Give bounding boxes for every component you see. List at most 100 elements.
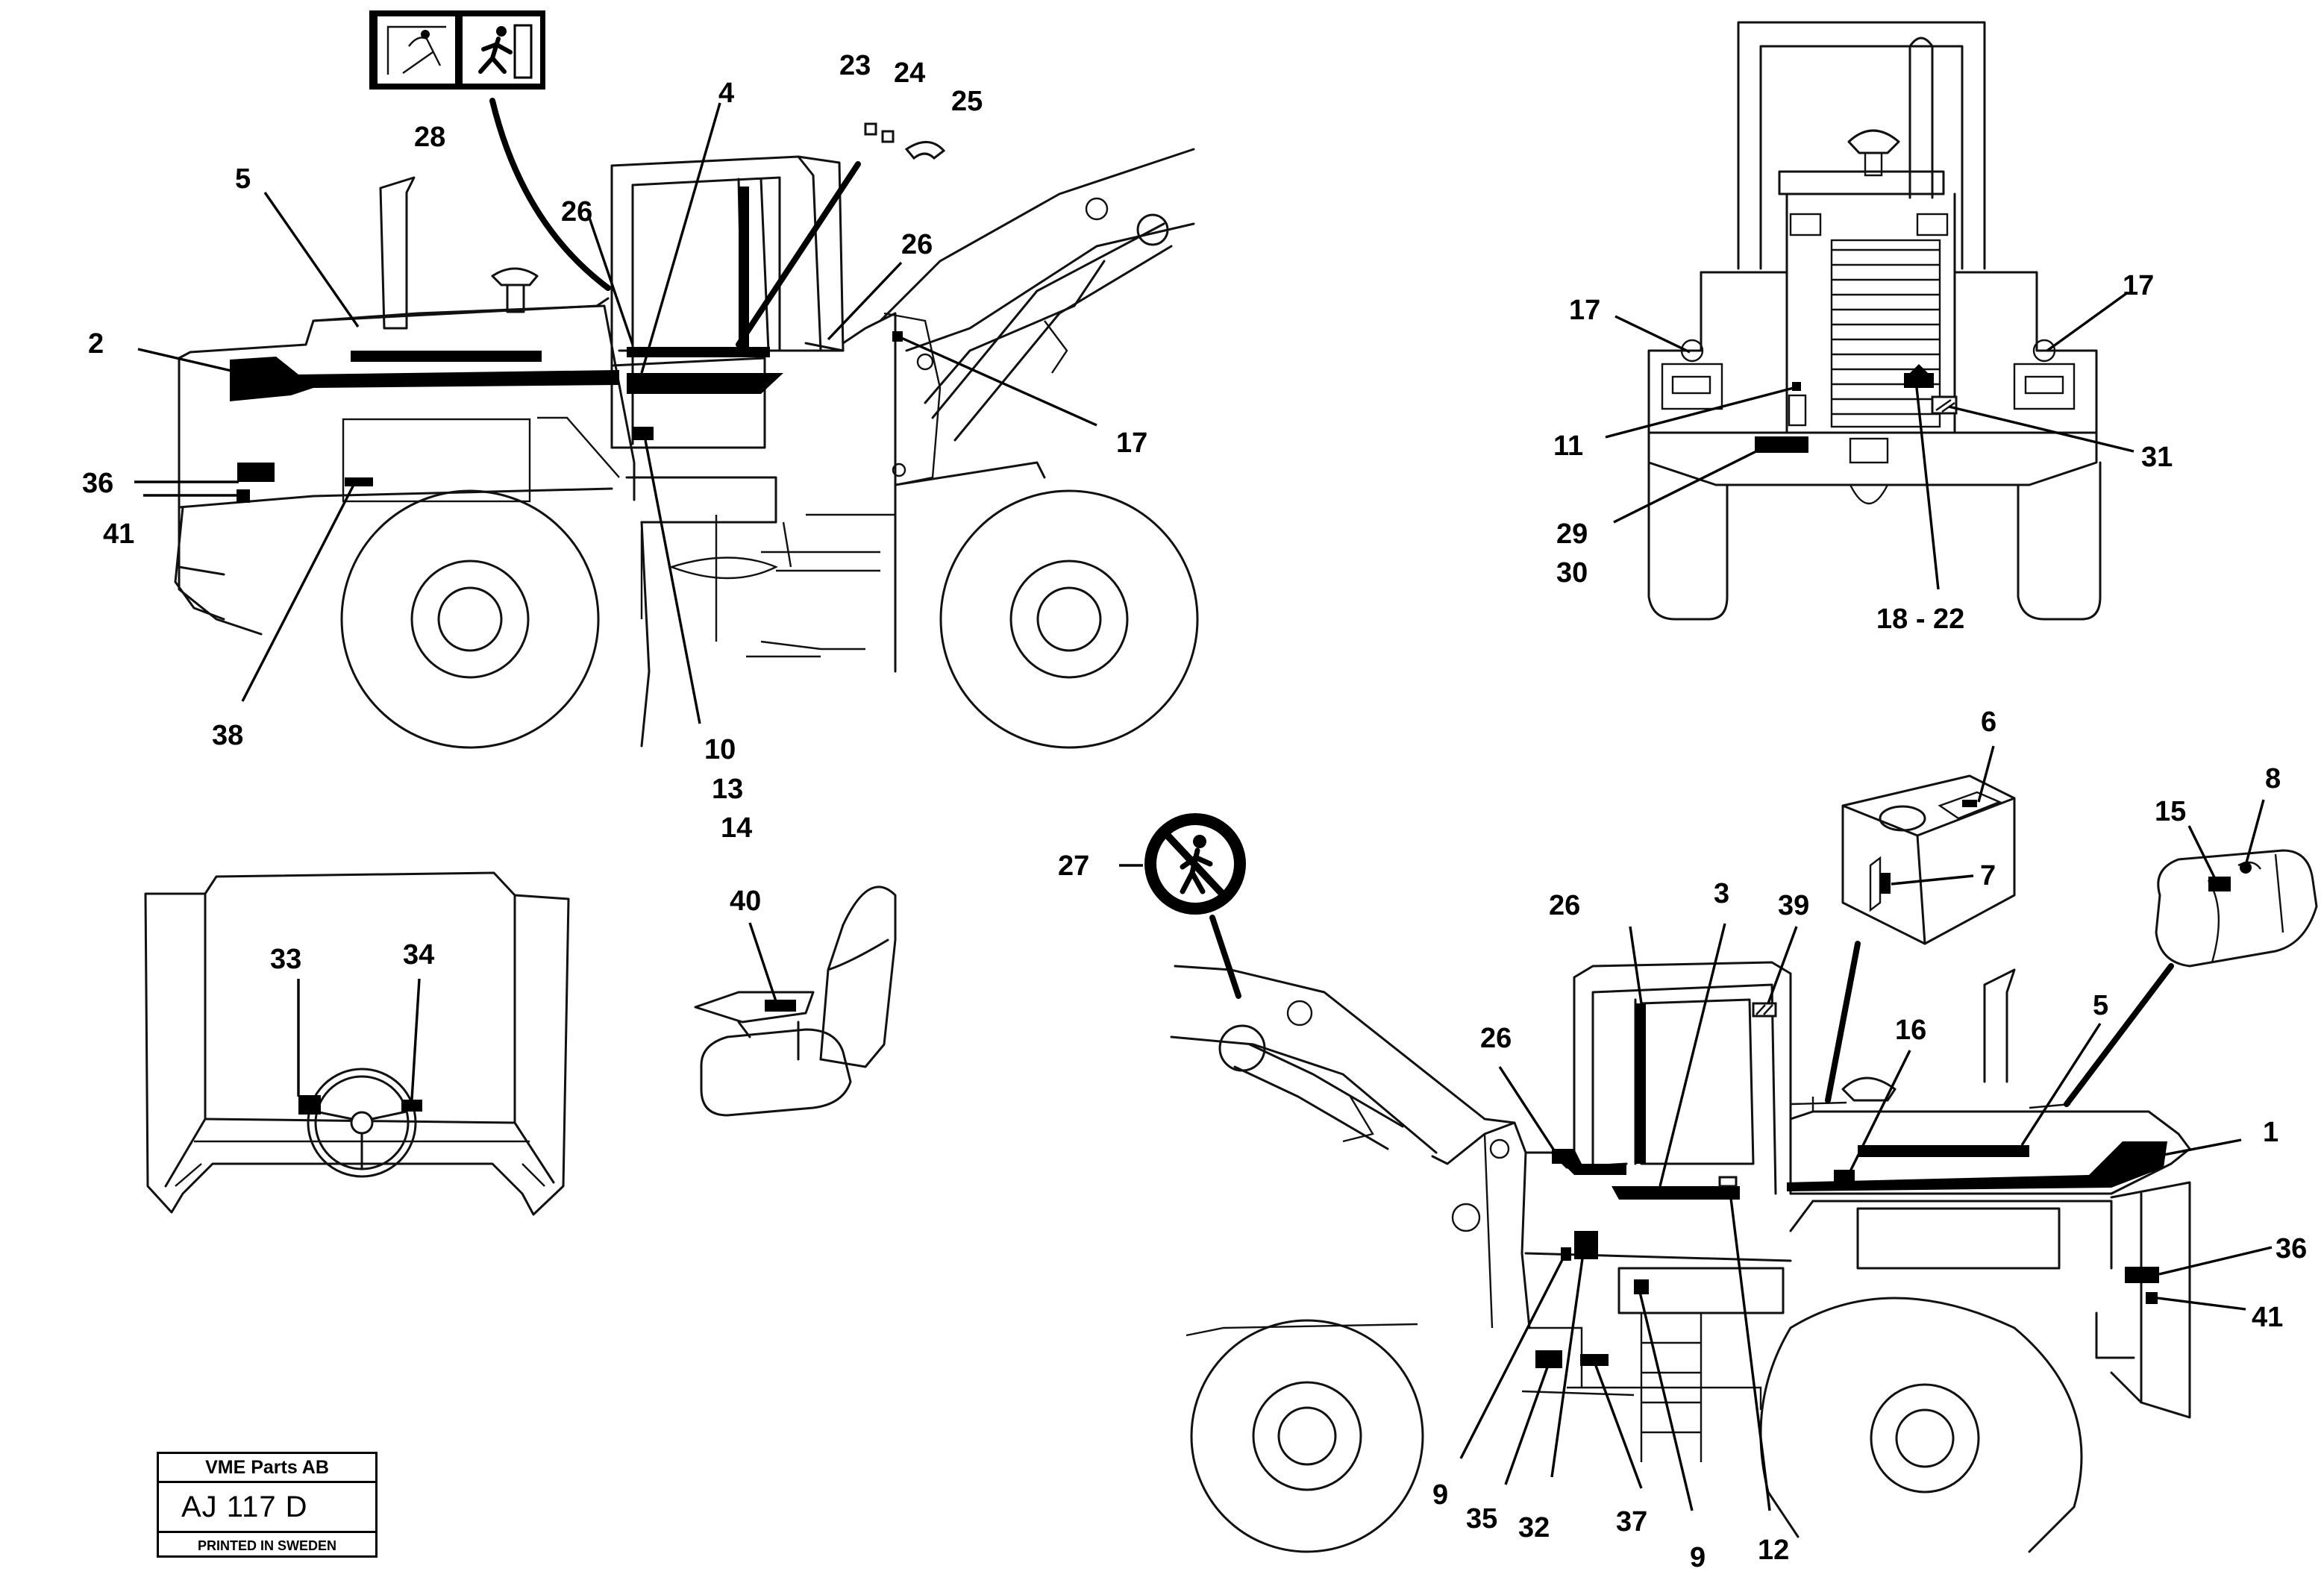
- callout-17b: 17: [1569, 295, 1600, 326]
- decal-37: [1580, 1354, 1609, 1366]
- decal-5-right: [1858, 1145, 2029, 1157]
- decal-7: [1880, 873, 1891, 894]
- callout-17a: 17: [1116, 427, 1147, 459]
- callout-9b: 9: [1690, 1542, 1706, 1573]
- fuel-tank: [2155, 849, 2318, 968]
- decal-26-cab-edge: [627, 347, 770, 357]
- no-persons-under-boom-icon: [1165, 833, 1227, 898]
- crush-hazard-icon: [386, 25, 446, 75]
- decal-35: [1535, 1350, 1562, 1368]
- decal-3: [1650, 1186, 1740, 1200]
- callout-7: 7: [1980, 860, 1996, 891]
- decal-23: [864, 122, 877, 136]
- leader-28: [489, 98, 611, 291]
- callout-29: 29: [1556, 518, 1588, 550]
- callout-40: 40: [730, 886, 761, 917]
- callout-3: 3: [1714, 878, 1729, 909]
- decal-28-panel: [369, 10, 545, 90]
- callout-27: 27: [1058, 850, 1089, 882]
- callout-18-22: 18 - 22: [1876, 604, 1964, 635]
- decal-18-22-top: [1910, 364, 1928, 373]
- decal-6: [1962, 800, 1977, 807]
- decal-38: [345, 477, 373, 486]
- callout-12: 12: [1758, 1535, 1789, 1566]
- callout-37: 37: [1616, 1506, 1647, 1538]
- decal-40: [765, 1000, 796, 1012]
- hydraulic-tank: [1841, 774, 2016, 945]
- callout-38: 38: [212, 720, 243, 751]
- callout-28: 28: [414, 122, 445, 153]
- decal-4-stripe: [627, 373, 783, 394]
- title-block: VME Parts AB AJ 117 D PRINTED IN SWEDEN: [157, 1452, 378, 1558]
- callout-11: 11: [1553, 430, 1583, 462]
- printed-in-note: PRINTED IN SWEDEN: [197, 1538, 336, 1553]
- decal-11: [1792, 382, 1801, 391]
- callout-9a: 9: [1432, 1479, 1448, 1511]
- decal-8: [2240, 862, 2252, 874]
- rear-wheel-left: [340, 489, 600, 749]
- loader-right-side-view: 27 26 3 39 26 16 5 1 6 7 15 8 36 41 9 35…: [1058, 706, 2318, 1573]
- callout-5b: 5: [2093, 990, 2108, 1021]
- decal-2: [230, 357, 619, 401]
- leader-decal-23-25: [736, 161, 861, 348]
- front-wheel-left: [939, 489, 1199, 749]
- decal-1: [1787, 1141, 2167, 1191]
- radiator-grille: [1830, 239, 1941, 428]
- front-wheel-right: [1190, 1319, 1424, 1553]
- decal-16: [1834, 1170, 1855, 1182]
- callout-39: 39: [1778, 890, 1809, 921]
- callout-41a: 41: [103, 518, 134, 550]
- leader-27: [1209, 915, 1241, 999]
- callout-26c: 26: [1549, 890, 1580, 921]
- decal-12: [1718, 1176, 1738, 1188]
- callout-30: 30: [1556, 557, 1588, 589]
- loader-rear-view: 17 17 11 29 30 31 18 - 22: [1553, 21, 2173, 635]
- callout-4: 4: [718, 78, 734, 109]
- callout-14: 14: [721, 812, 752, 844]
- company-name: VME Parts AB: [159, 1454, 375, 1483]
- callout-36b: 36: [2276, 1233, 2307, 1264]
- callout-5: 5: [235, 163, 251, 195]
- decal-10: [633, 427, 654, 440]
- drawing-number: AJ 117 D: [159, 1483, 375, 1533]
- decal-34: [401, 1100, 422, 1112]
- callout-13: 13: [712, 774, 743, 805]
- decal-9b: [1634, 1279, 1649, 1294]
- seat-view: 40: [694, 886, 897, 1117]
- decal-29-30: [1755, 436, 1808, 453]
- callout-34: 34: [403, 939, 434, 971]
- decal-5: [351, 351, 542, 362]
- leader-fuel-tank: [2064, 963, 2174, 1107]
- callout-17c: 17: [2123, 270, 2154, 301]
- callout-26a: 26: [561, 196, 592, 228]
- loader-left-side-view: 2 5 28 26 4 23 24 25 26 17 36 41 38 10 1…: [82, 10, 1199, 844]
- decal-41-left: [237, 489, 250, 503]
- callout-25: 25: [951, 86, 983, 117]
- callout-23: 23: [839, 50, 871, 81]
- decal-26-right-cab: [1612, 1186, 1656, 1200]
- callout-31: 31: [2141, 442, 2173, 473]
- callout-8: 8: [2265, 763, 2281, 794]
- callout-41b: 41: [2252, 1302, 2283, 1333]
- decal-33: [298, 1095, 321, 1115]
- callout-24: 24: [894, 57, 925, 89]
- decal-24: [881, 130, 895, 143]
- decal-26-right-window: [1635, 1003, 1646, 1164]
- callout-1: 1: [2263, 1117, 2278, 1148]
- callout-10: 10: [704, 734, 736, 765]
- decal-26-right-edge: [1552, 1149, 1626, 1175]
- dashboard-view: 33 34: [144, 871, 570, 1216]
- decal-17-left: [892, 331, 903, 342]
- decal-25: [904, 141, 946, 160]
- decal-36-right: [2125, 1267, 2159, 1283]
- callout-16: 16: [1895, 1015, 1926, 1046]
- rear-wheel-right: [1759, 1297, 2083, 1553]
- decal-26-window-left: [739, 187, 749, 347]
- callout-33: 33: [270, 944, 301, 975]
- callout-2: 2: [88, 328, 104, 360]
- callout-36a: 36: [82, 468, 113, 499]
- running-person-icon: [478, 24, 533, 79]
- callout-26b: 26: [901, 229, 933, 260]
- callout-15: 15: [2155, 796, 2186, 827]
